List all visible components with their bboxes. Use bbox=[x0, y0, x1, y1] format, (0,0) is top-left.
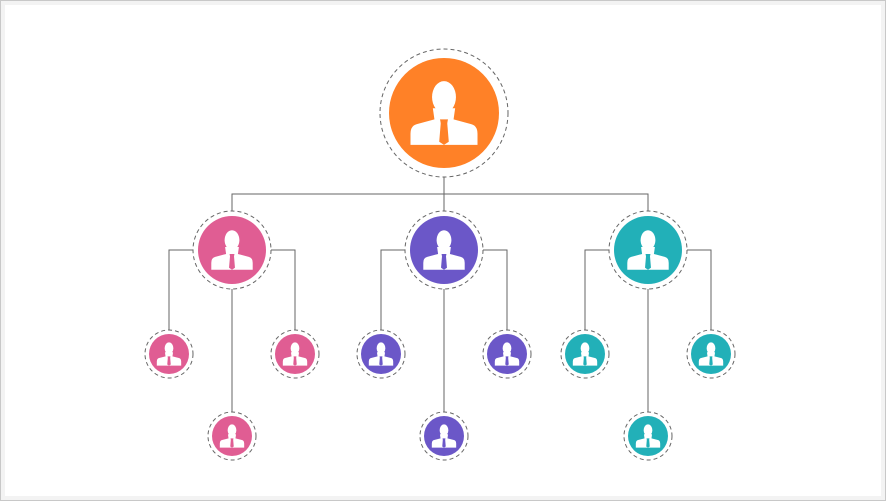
member-node-teal[interactable] bbox=[560, 329, 610, 379]
connector-left bbox=[380, 249, 405, 330]
connector-right bbox=[687, 249, 712, 330]
member-node-teal[interactable] bbox=[686, 329, 736, 379]
connector-left bbox=[168, 249, 193, 330]
member-node-teal[interactable] bbox=[623, 411, 673, 461]
manager-node-purple[interactable] bbox=[404, 210, 484, 290]
member-node-purple[interactable] bbox=[356, 329, 406, 379]
member-node-pink[interactable] bbox=[144, 329, 194, 379]
ceo-node[interactable] bbox=[379, 48, 509, 178]
connector-right bbox=[271, 249, 296, 330]
member-node-purple[interactable] bbox=[482, 329, 532, 379]
member-node-purple[interactable] bbox=[419, 411, 469, 461]
member-node-pink[interactable] bbox=[207, 411, 257, 461]
member-node-pink[interactable] bbox=[270, 329, 320, 379]
connector-left bbox=[584, 249, 609, 330]
manager-node-pink[interactable] bbox=[192, 210, 272, 290]
connector-horizontal bbox=[231, 193, 649, 211]
connector-right bbox=[483, 249, 508, 330]
manager-node-teal[interactable] bbox=[608, 210, 688, 290]
